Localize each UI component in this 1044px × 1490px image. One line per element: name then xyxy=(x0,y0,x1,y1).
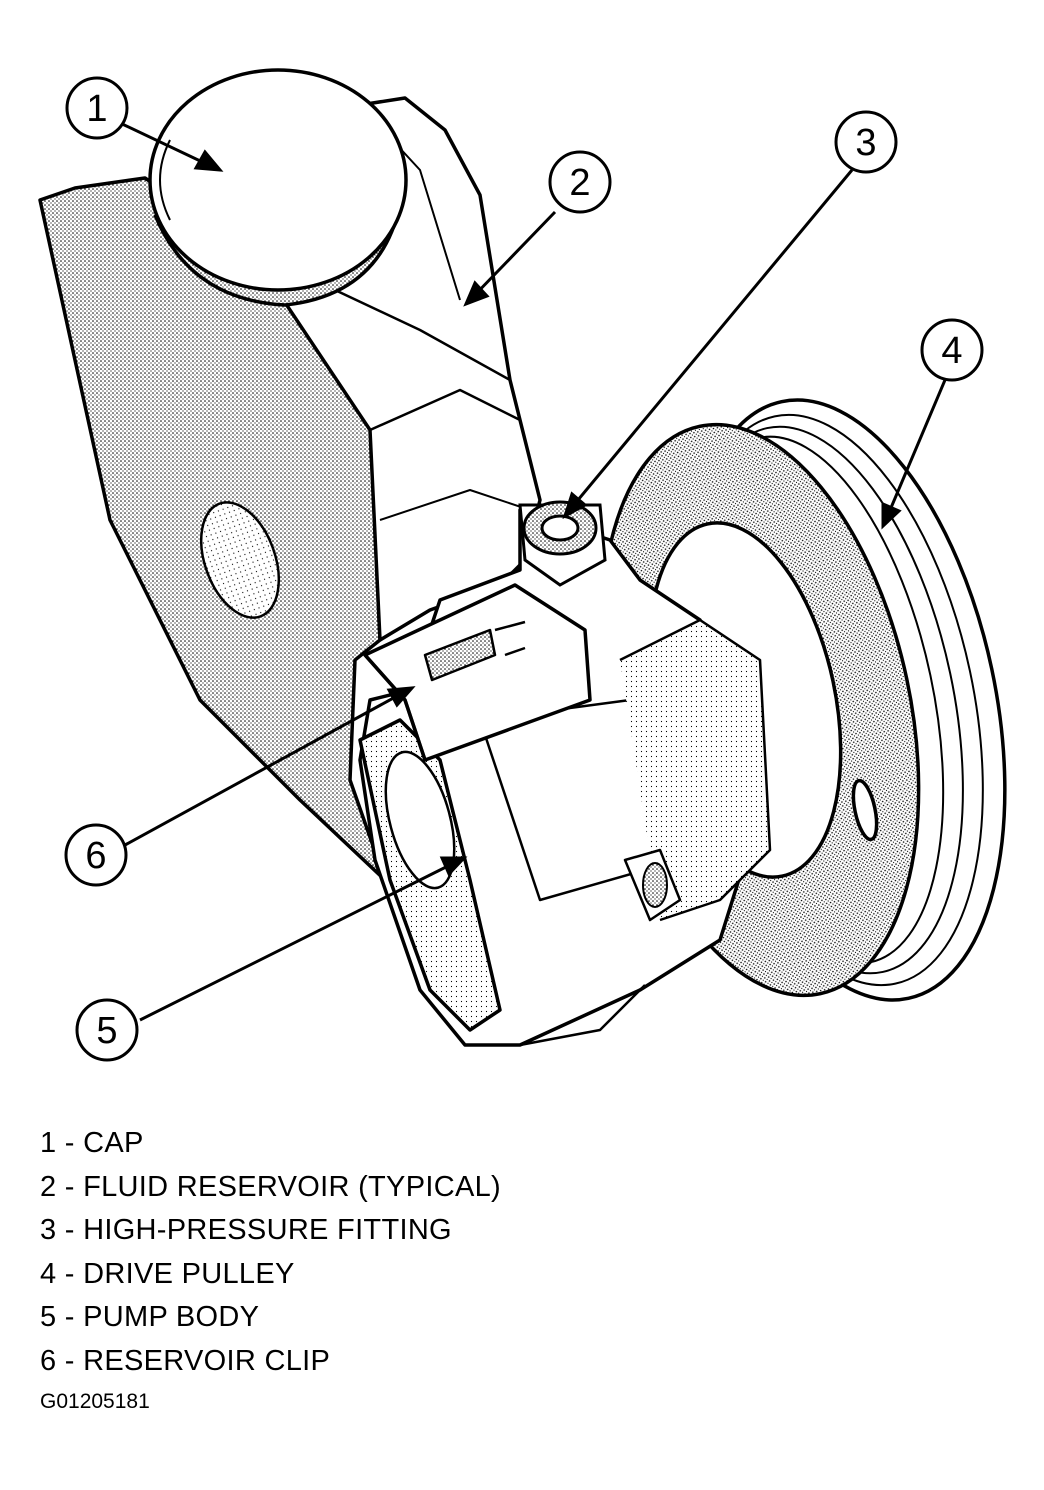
figure-code: G01205181 xyxy=(40,1390,150,1413)
leader-line-3 xyxy=(566,169,854,513)
callout-number: 1 xyxy=(86,88,107,130)
callout-4: 4 xyxy=(920,318,984,382)
callout-number: 3 xyxy=(855,122,876,164)
high-pressure-fitting xyxy=(518,500,607,587)
callout-6: 6 xyxy=(64,823,128,887)
callout-3: 3 xyxy=(834,110,898,174)
arrowhead-5 xyxy=(439,856,468,877)
parts-legend: 1 - CAP 2 - FLUID RESERVOIR (TYPICAL) 3 … xyxy=(40,1122,501,1383)
callout-number: 4 xyxy=(941,330,962,372)
legend-item: 4 - DRIVE PULLEY xyxy=(40,1257,295,1290)
arrowhead-2 xyxy=(463,280,490,307)
leader-line-4 xyxy=(883,379,947,523)
mounting-bracket xyxy=(38,176,387,882)
callout-number: 2 xyxy=(569,162,590,204)
leader-line-2 xyxy=(468,210,557,302)
power-steering-pump-diagram: 1 2 3 4 5 6 xyxy=(38,68,1007,1062)
arrowhead-4 xyxy=(881,501,902,530)
reservoir-clip xyxy=(363,583,592,762)
callout-2: 2 xyxy=(548,150,612,214)
legend-item: 2 - FLUID RESERVOIR (TYPICAL) xyxy=(40,1170,501,1203)
leader-line-5 xyxy=(139,858,461,1022)
callout-number: 5 xyxy=(96,1010,117,1052)
callout-1: 1 xyxy=(65,76,129,140)
legend-item: 5 - PUMP BODY xyxy=(40,1301,260,1333)
legend-item: 1 - CAP xyxy=(40,1127,144,1159)
legend-item: 3 - HIGH-PRESSURE FITTING xyxy=(40,1214,452,1246)
callout-5: 5 xyxy=(75,998,139,1062)
leader-line-6 xyxy=(124,688,409,847)
reservoir-cap xyxy=(148,68,408,307)
arrowhead-3 xyxy=(562,491,588,520)
bracket-hole xyxy=(199,501,281,619)
legend-item: 6 - RESERVOIR CLIP xyxy=(40,1344,331,1377)
arrowhead-1 xyxy=(193,149,224,172)
arrowhead-6 xyxy=(386,686,416,708)
callout-number: 6 xyxy=(85,835,106,877)
